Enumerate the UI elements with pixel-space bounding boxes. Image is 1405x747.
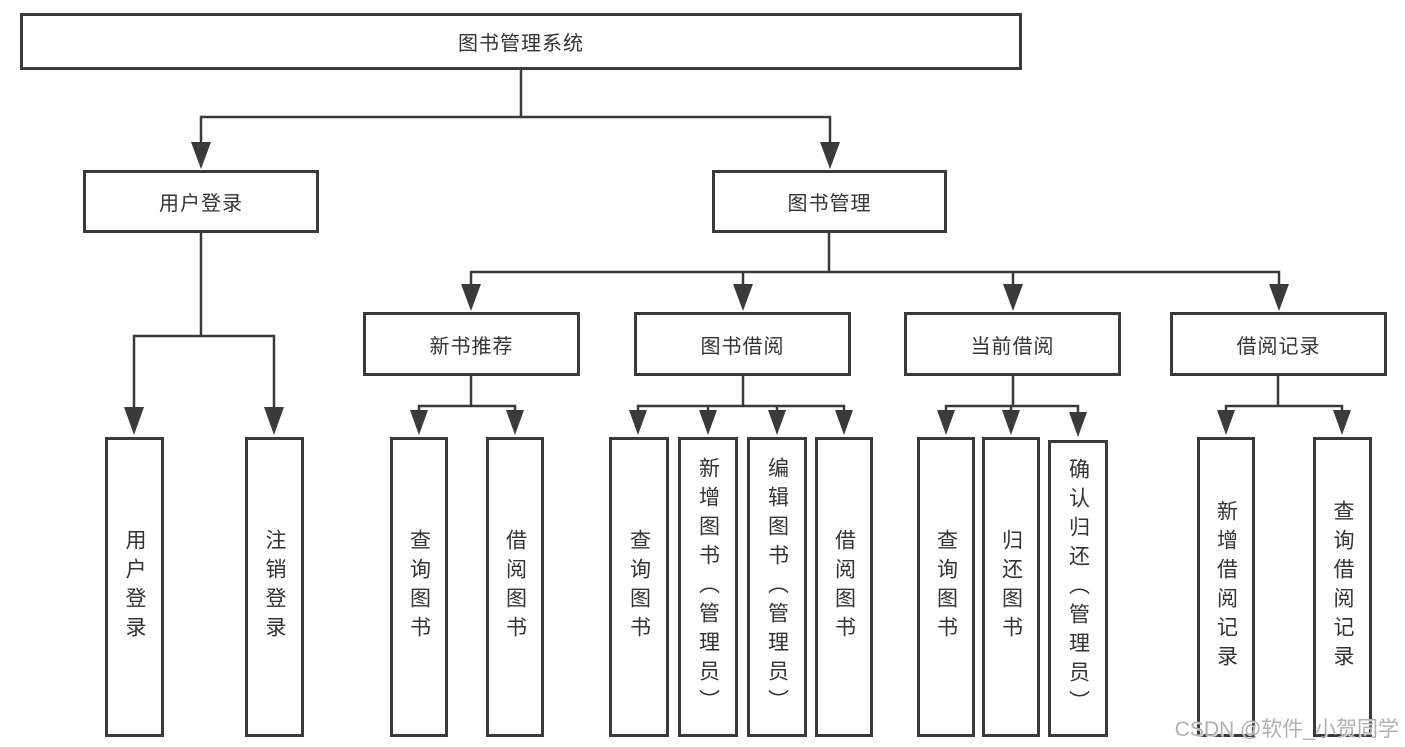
node-book-management: 图书管理 [712,170,947,233]
leaf-nb-borrow-books: 借阅图书 [486,437,544,737]
leaf-user-login: 用户登录 [105,437,164,737]
leaf-label: 注销登录 [263,529,286,645]
leaf-logout-login: 注销登录 [245,437,304,737]
node-book-borrowing: 图书借阅 [634,312,851,376]
leaf-label: 查询图书 [627,529,651,645]
leaf-label: 新增借阅记录 [1214,500,1238,674]
node-label: 图书借阅 [700,335,785,358]
leaf-label: 用户登录 [123,529,146,645]
leaf-bb-query-books: 查询图书 [609,437,669,737]
leaf-label: 确认归还（管理员） [1066,458,1090,719]
node-label: 图书管理 [787,193,872,215]
leaf-br-add-borrow-record: 新增借阅记录 [1197,437,1255,737]
leaf-label: 查询图书 [407,529,431,645]
leaf-label: 查询借阅记录 [1331,500,1354,674]
leaf-bb-edit-books-admin: 编辑图书（管理员） [747,437,807,737]
leaf-label: 借阅图书 [832,529,856,645]
node-borrowing-records: 借阅记录 [1170,312,1387,376]
leaf-bb-add-books-admin: 新增图书（管理员） [678,437,738,737]
leaf-label: 借阅图书 [503,529,527,645]
leaf-cb-return-books: 归还图书 [982,437,1040,737]
node-label: 图书管理系统 [458,33,584,55]
leaf-label: 新增图书（管理员） [696,456,720,718]
leaf-cb-confirm-return-admin: 确认归还（管理员） [1048,440,1108,737]
node-library-management-system: 图书管理系统 [20,13,1022,70]
leaf-br-query-borrow-record: 查询借阅记录 [1313,437,1372,737]
node-label: 用户登录 [159,193,243,215]
leaf-cb-query-books: 查询图书 [917,437,975,737]
node-user-login: 用户登录 [83,170,319,233]
node-new-book-recommendation: 新书推荐 [363,312,580,376]
leaf-label: 查询图书 [934,529,958,645]
node-label: 借阅记录 [1236,335,1321,358]
leaf-label: 归还图书 [999,529,1023,645]
watermark: CSDN @软件_小贺同学 [1174,718,1399,741]
leaf-label: 编辑图书（管理员） [765,456,789,718]
node-label: 新书推荐 [429,335,514,358]
node-current-borrowing: 当前借阅 [904,312,1121,376]
leaf-nb-query-books: 查询图书 [390,437,448,737]
leaf-bb-borrow-books: 借阅图书 [815,437,873,737]
node-label: 当前借阅 [970,335,1055,358]
